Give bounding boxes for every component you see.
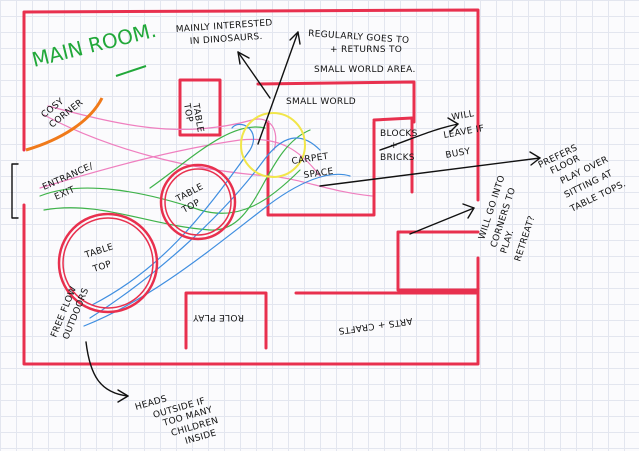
path-green-1 [39,169,301,214]
path-green-3 [149,126,266,189]
path-blue-2 [83,173,351,327]
arrow-corners-head [462,203,475,219]
tables [57,163,237,314]
small-world-label: SMALL WORLD [286,97,356,107]
arts-crafts-label: ARTS + CRAFTS [338,315,413,335]
table-top-large-inner [62,217,154,309]
note-regularly-line-2: + RETURNS TO [330,45,402,55]
right-corner-wall [396,230,480,292]
path-pink-1 [43,114,373,197]
note-will-leave-line-3: BUSY [445,147,472,161]
arrow-will-leave-head [447,117,459,133]
note-will-leave-line-1: WILL [451,109,475,123]
arrow-regularly [257,31,299,145]
table-top-mid [159,163,237,241]
ink-arrows [11,31,541,403]
arrow-heads-head [117,389,129,403]
arrow-corners [409,207,475,235]
arrow-prefers [319,157,541,187]
note-interested-line-2: IN DINOSAURS. [190,32,264,47]
table-top-large [57,212,159,314]
outer-wall [22,8,480,366]
role-play-wall [184,291,268,350]
small-world-wall [256,80,416,124]
arrow-prefers-head [529,151,541,166]
title: MAIN ROOM. [29,18,158,72]
note-corners-line-4: RETREAT? [513,215,537,263]
path-green-2 [43,129,311,231]
blocks-brick-line-1: BLOCKS [380,129,418,139]
arrow-interested-head [237,51,250,65]
path-pink-2 [39,138,321,189]
arrow-heads [85,341,129,397]
note-regularly-line-1: REGULARLY GOES TO [308,29,410,46]
table-top-large-line-2: TOP [91,259,113,275]
entrance-bracket [11,163,19,219]
path-blue-1 [89,137,321,319]
table-top-mid-inner [164,168,232,236]
blocks-brick-line-2: + [390,141,398,151]
role-play-label: ROLE PLAY [193,312,244,322]
table-top-large-line-1: TABLE [83,242,115,261]
carpet-space-wall [266,120,376,217]
arrow-will-leave [379,123,459,151]
cozy-corner-arc [25,97,104,152]
arrow-interested [237,51,271,99]
note-regularly-line-3: SMALL WORLD AREA. [314,65,416,75]
arrow-regularly-head [289,31,301,45]
room-walls [22,8,480,366]
carpet-space-line-2: SPACE [303,167,334,181]
highlight-circle [240,112,306,178]
movement-paths [39,105,373,327]
blocks-brick-line-3: BRICKS [380,153,415,163]
path-pink-3 [47,105,277,151]
title-underline [115,65,147,77]
table-top-small-wall [178,78,222,137]
table-top-small-line-2: TOP [181,102,194,124]
blocks-brick-wall [372,116,414,194]
